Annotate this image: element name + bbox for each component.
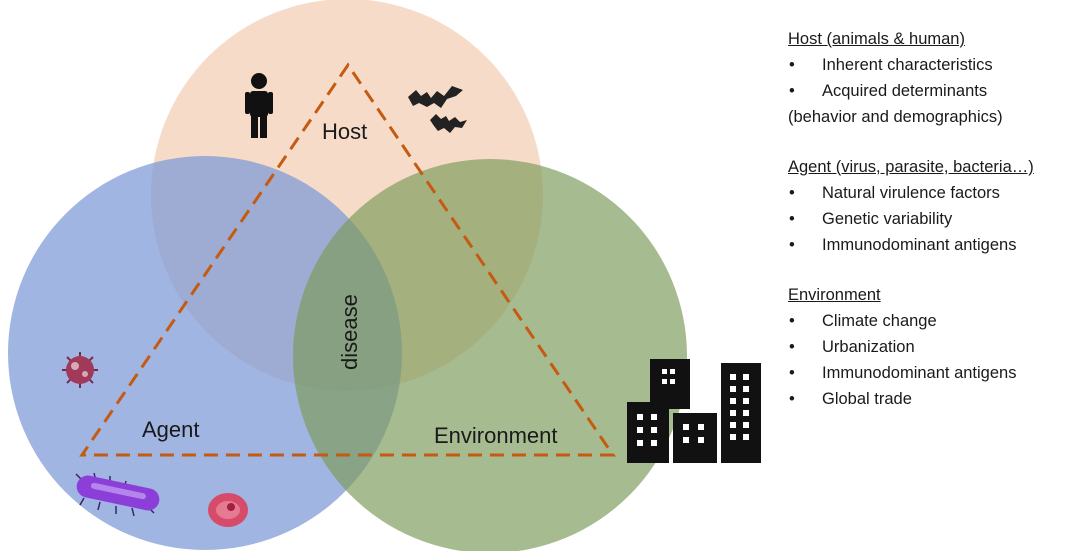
- host-legend-list: Inherent characteristics Acquired determ…: [788, 52, 1079, 104]
- agent-label: Agent: [142, 417, 200, 442]
- triad-triangle: [79, 62, 616, 457]
- environment-legend-item: Global trade: [788, 386, 1079, 412]
- environment-label: Environment: [434, 423, 558, 448]
- person-icon: [245, 73, 273, 138]
- agent-circle: [8, 156, 402, 550]
- environment-legend-title: Environment: [788, 286, 881, 304]
- host-legend-title: Host (animals & human): [788, 30, 965, 48]
- agent-legend-item: Immunodominant antigens: [788, 232, 1079, 258]
- environment-legend-item: Urbanization: [788, 334, 1079, 360]
- environment-legend-item: Immunodominant antigens: [788, 360, 1079, 386]
- host-legend-item: Acquired determinants: [788, 78, 1079, 104]
- host-legend-section: Host (animals & human) Inherent characte…: [788, 26, 1079, 130]
- bat-icon: [408, 86, 467, 133]
- agent-legend-list: Natural virulence factors Genetic variab…: [788, 180, 1079, 258]
- agent-legend-section: Agent (virus, parasite, bacteria…) Natur…: [788, 154, 1079, 258]
- city-buildings-icon: [627, 359, 761, 463]
- host-label: Host: [322, 119, 367, 144]
- environment-legend-item: Climate change: [788, 308, 1079, 334]
- agent-legend-item: Genetic variability: [788, 206, 1079, 232]
- bacterium-icon: [75, 472, 160, 517]
- disease-label: disease: [337, 294, 362, 370]
- environment-legend-section: Environment Climate change Urbanization …: [788, 282, 1079, 412]
- agent-legend-title: Agent (virus, parasite, bacteria…): [788, 158, 1034, 176]
- virus-icon: [62, 352, 98, 388]
- environment-circle: [293, 159, 687, 551]
- protozoa-icon: [208, 493, 248, 527]
- environment-legend-list: Climate change Urbanization Immunodomina…: [788, 308, 1079, 412]
- host-legend-note: (behavior and demographics): [788, 108, 1003, 126]
- agent-legend-item: Natural virulence factors: [788, 180, 1079, 206]
- legend-panel: Host (animals & human) Inherent characte…: [788, 26, 1079, 436]
- host-legend-item: Inherent characteristics: [788, 52, 1079, 78]
